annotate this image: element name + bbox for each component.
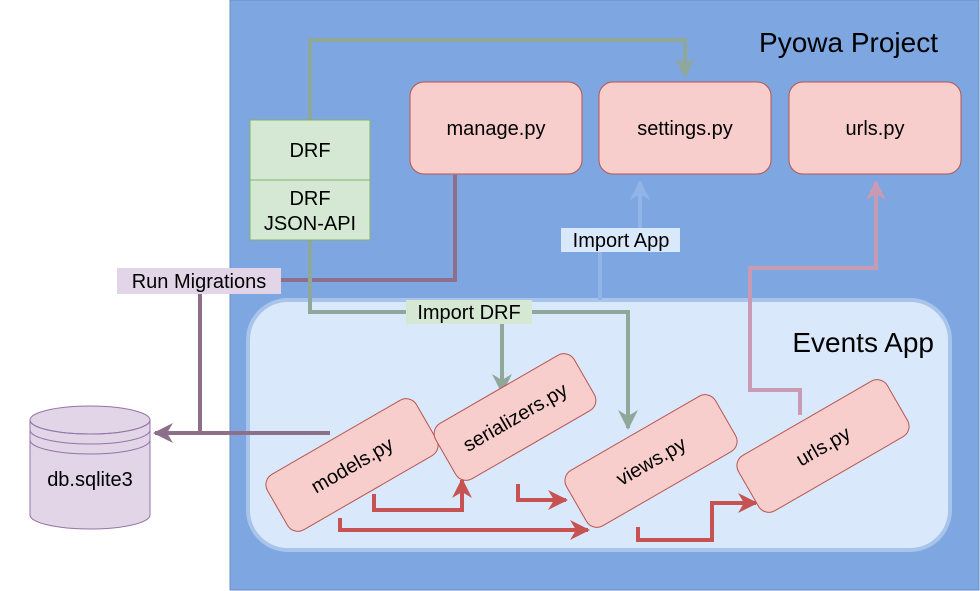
drf-to-views-edge [530, 310, 638, 430]
project-settings-py[interactable]: settings.py [598, 81, 772, 175]
project-settings-py-label: settings.py [637, 118, 733, 140]
models-to-serializers-edge [372, 478, 472, 512]
app-urls-to-project-urls-edge [748, 180, 886, 415]
project-urls-py-label: urls.py [846, 118, 905, 140]
app-views-py[interactable]: views.py [561, 390, 742, 531]
import-drf-text: Import DRF [417, 302, 520, 324]
run-migrations-label: Run Migrations [117, 268, 281, 294]
app-title: Events App [792, 327, 934, 358]
project-manage-py[interactable]: manage.py [409, 81, 583, 175]
drf-label: DRF [289, 140, 330, 162]
app-models-py[interactable]: models.py [262, 394, 443, 535]
drf-to-settings-edge [308, 38, 695, 120]
project-manage-py-label: manage.py [447, 118, 546, 140]
import-drf-label: Import DRF [406, 300, 532, 324]
import-app-text: Import App [573, 230, 670, 252]
app-urls-py[interactable]: urls.py [733, 375, 914, 516]
drf-json-api-label-line1: DRF [289, 188, 330, 210]
run-migrations-text: Run Migrations [132, 271, 267, 293]
views-to-urls-edge [636, 493, 758, 542]
database-label: db.sqlite3 [47, 469, 133, 491]
import-app-label: Import App [561, 228, 680, 252]
drf-stack[interactable]: DRF DRF JSON-API [249, 119, 371, 241]
project-urls-py[interactable]: urls.py [788, 81, 962, 175]
serializers-to-views-edge [516, 484, 568, 510]
run-migrations-edge [280, 175, 457, 282]
models-to-views-edge [338, 518, 590, 540]
drf-import-edge [308, 240, 408, 314]
drf-json-api-label-line2: JSON-API [264, 213, 356, 235]
database-cylinder[interactable]: db.sqlite3 [29, 405, 151, 530]
project-title: Pyowa Project [759, 27, 938, 58]
